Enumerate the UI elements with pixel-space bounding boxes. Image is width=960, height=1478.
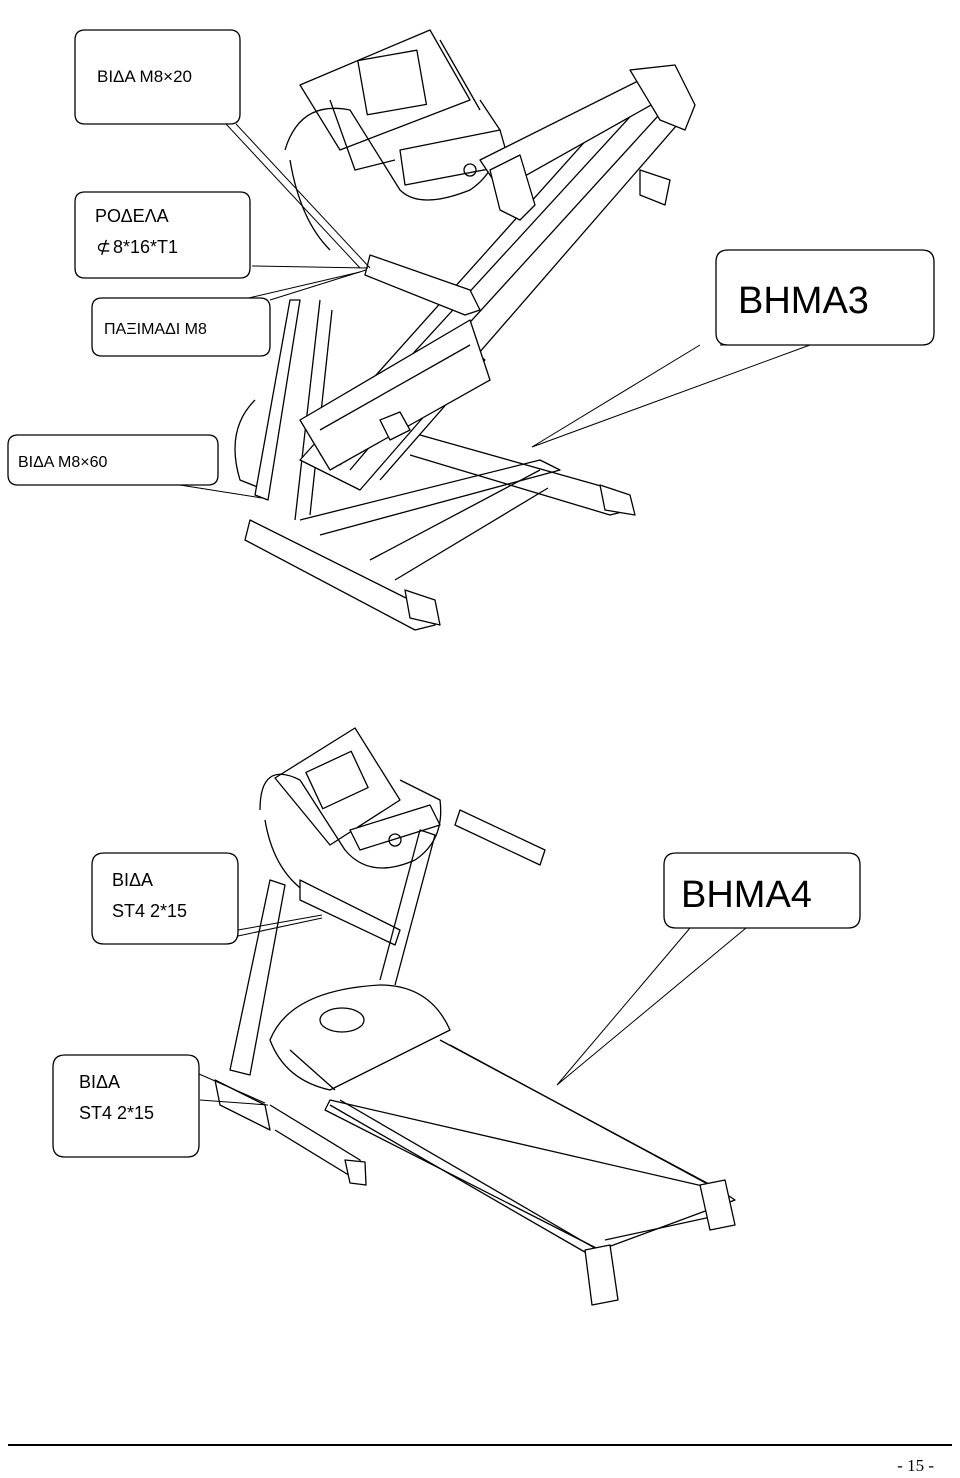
callout-screw-lower-title: ΒΙΔΑ bbox=[79, 1072, 120, 1092]
diameter-symbol-icon: ⊄ bbox=[96, 237, 111, 257]
footer-rule bbox=[8, 1444, 952, 1446]
callout-screw-lower-spec: ST4 2*15 bbox=[79, 1103, 154, 1123]
callout-nut-text: ΠΑΞΙΜΑΔΙ Μ8 bbox=[104, 321, 207, 338]
step3-leader-lines bbox=[180, 124, 810, 498]
step4-callouts bbox=[53, 853, 860, 1157]
callout-screw-upper-box bbox=[92, 853, 238, 944]
callout-screw-m8x60-box bbox=[8, 435, 218, 485]
callout-screw-upper-spec: ST4 2*15 bbox=[112, 901, 187, 921]
step4-callout-texts: ΒΙΔΑ ST4 2*15 ΒΗΜΑ4 ΒΙΔΑ ST4 2*15 bbox=[79, 870, 812, 1123]
step3-title: ΒΗΜΑ3 bbox=[738, 280, 869, 322]
step3-callouts bbox=[8, 30, 934, 485]
callout-washer-title: ΡΟΔΕΛΑ bbox=[95, 206, 169, 226]
callout-nut-box bbox=[92, 298, 270, 356]
step4-title-box bbox=[664, 853, 860, 928]
callout-screw-lower-box bbox=[53, 1055, 199, 1157]
step3-treadmill-drawing bbox=[235, 30, 695, 630]
callout-screw-upper-title: ΒΙΔΑ bbox=[112, 870, 153, 890]
callout-screw-m8x20-text: ΒΙΔΑ Μ8×20 bbox=[97, 67, 192, 86]
callout-screw-m8x60-text: ΒΙΔΑ Μ8×60 bbox=[18, 454, 108, 471]
callout-washer-box bbox=[75, 192, 250, 278]
step3-title-box bbox=[716, 250, 934, 345]
step4-treadmill-drawing bbox=[215, 728, 735, 1305]
step4-title: ΒΗΜΑ4 bbox=[681, 874, 812, 916]
callout-washer-spec: 8*16*T1 bbox=[113, 237, 178, 257]
page-number: - 15 - bbox=[897, 1456, 934, 1475]
callout-screw-m8x20-box bbox=[75, 30, 240, 124]
step3-callout-texts: ΒΙΔΑ Μ8×20 ΡΟΔΕΛΑ ⊄ 8*16*T1 ΠΑΞΙΜΑΔΙ Μ8 … bbox=[18, 67, 869, 471]
